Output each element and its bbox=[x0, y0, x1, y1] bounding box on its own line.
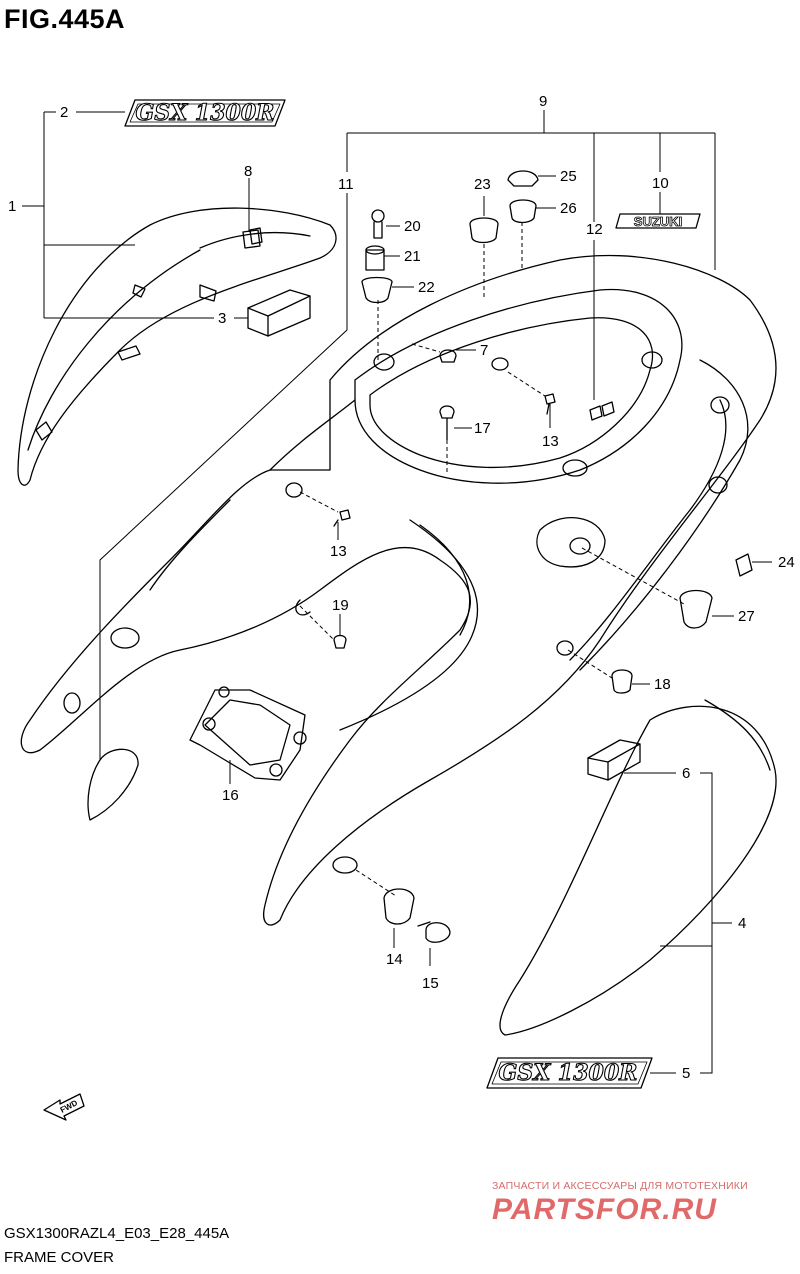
callout-11: 11 bbox=[338, 176, 354, 193]
emblem-bottom-decal bbox=[486, 1057, 653, 1089]
callout-10: 10 bbox=[652, 175, 669, 192]
callout-8: 8 bbox=[244, 163, 252, 180]
callout-1: 1 bbox=[8, 198, 16, 215]
callout-13-left: 13 bbox=[330, 543, 347, 560]
svg-text:SUZUKI: SUZUKI bbox=[634, 214, 682, 229]
watermark-site[interactable]: PARTSFOR.RU bbox=[492, 1193, 717, 1226]
fwd-arrow-icon bbox=[43, 1093, 85, 1121]
callout-9: 9 bbox=[539, 93, 547, 110]
callout-16: 16 bbox=[222, 787, 239, 804]
callout-13-top: 13 bbox=[542, 433, 559, 450]
model-code: GSX1300RAZL4_E03_E28_445A bbox=[4, 1225, 230, 1242]
pad-part-3 bbox=[247, 289, 311, 337]
callout-24: 24 bbox=[778, 554, 795, 571]
callout-12: 12 bbox=[586, 221, 603, 238]
leader-lines bbox=[22, 110, 772, 1074]
callout-5: 5 bbox=[682, 1065, 690, 1082]
callout-3: 3 bbox=[218, 310, 226, 327]
bracket-part-16 bbox=[189, 686, 307, 781]
callout-18: 18 bbox=[654, 676, 671, 693]
group-name: FRAME COVER bbox=[4, 1249, 115, 1266]
svg-text:GSX 1300R: GSX 1300R bbox=[136, 100, 275, 126]
cowl-clip-8 bbox=[242, 229, 261, 249]
callout-2: 2 bbox=[60, 104, 68, 121]
watermark-tagline: ЗАПЧАСТИ И АКСЕССУАРЫ ДЛЯ МОТОТЕХНИКИ bbox=[492, 1180, 748, 1192]
callout-20: 20 bbox=[404, 218, 421, 235]
decal-lettering: GSX 1300R GSX 1300R SUZUKI FWD bbox=[59, 99, 683, 1114]
callout-25: 25 bbox=[560, 168, 577, 185]
callout-26: 26 bbox=[560, 200, 577, 217]
grommet-area bbox=[536, 517, 606, 568]
callout-14: 14 bbox=[386, 951, 403, 968]
left-cowl-part bbox=[17, 207, 337, 486]
callout-21: 21 bbox=[404, 248, 421, 265]
callout-17: 17 bbox=[474, 420, 491, 437]
fasteners bbox=[333, 170, 753, 943]
emblem-top-decal bbox=[124, 99, 286, 127]
frame-cover-main bbox=[20, 254, 777, 926]
callout-15: 15 bbox=[422, 975, 439, 992]
callout-4: 4 bbox=[738, 915, 746, 932]
callout-22: 22 bbox=[418, 279, 435, 296]
callout-19: 19 bbox=[332, 597, 349, 614]
callout-23: 23 bbox=[474, 176, 491, 193]
callout-6: 6 bbox=[682, 765, 690, 782]
brand-decal bbox=[615, 213, 701, 229]
right-side-cover-part bbox=[499, 699, 777, 1036]
callout-27: 27 bbox=[738, 608, 755, 625]
pad-part-6 bbox=[587, 739, 641, 781]
callout-7: 7 bbox=[480, 342, 488, 359]
figure-title: FIG.445A bbox=[4, 4, 126, 34]
callout-numbers: 1 2 3 4 5 6 7 8 9 10 11 12 13 13 14 15 1… bbox=[8, 93, 795, 1082]
svg-text:GSX 1300R: GSX 1300R bbox=[499, 1060, 638, 1086]
